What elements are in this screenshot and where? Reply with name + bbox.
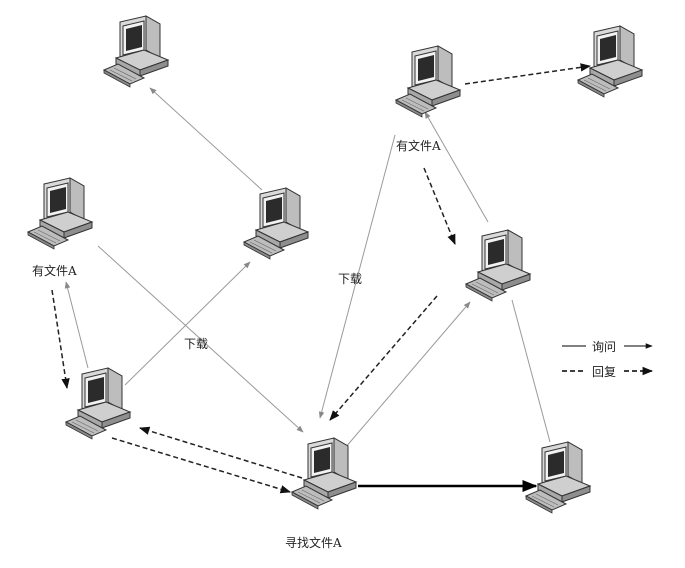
dashed-links — [51, 63, 592, 494]
computer-icon-left-mid — [27, 177, 93, 250]
link-leftlower-leftmid — [64, 281, 89, 369]
computer-icon-top-right-b — [577, 25, 643, 98]
link-leftlower-centerupper — [124, 261, 251, 386]
link-download-left — [97, 245, 304, 433]
link-download-top — [318, 134, 396, 419]
link-bottom-rightmid — [344, 301, 471, 449]
node-label-top-right-a: 有文件A — [396, 139, 441, 153]
link-rightmid-topright — [424, 111, 489, 223]
node-label-bottom-center: 寻找文件A — [285, 536, 342, 550]
dashed-bottom-leftlower — [138, 426, 303, 479]
computer-icon-bottom-center — [291, 437, 357, 510]
computer-icon-top-right-a — [395, 45, 461, 118]
computer-icon-center-upper — [243, 187, 309, 260]
computer-icon-left-lower — [65, 367, 131, 440]
edge-label-download-top: 下载 — [338, 272, 363, 286]
computer-icon-bottom-right — [525, 441, 591, 514]
legend — [562, 343, 654, 376]
dashed-leftmid-leftlower — [51, 289, 70, 390]
legend-query-label: 询问 — [592, 340, 617, 354]
edge-label-download-left: 下载 — [184, 337, 209, 351]
nodes — [27, 15, 643, 514]
dashed-rightmid-bottom — [329, 295, 438, 421]
link-centerupper-topleft — [149, 87, 263, 191]
node-label-left-mid: 有文件A — [32, 264, 77, 278]
computer-icon-right-mid — [465, 229, 531, 302]
dashed-topright-rightmid — [423, 167, 456, 245]
thin-links — [64, 87, 551, 449]
dashed-leftlower-bottom — [111, 437, 292, 494]
legend-reply-label: 回复 — [592, 365, 617, 379]
dashed-topright — [464, 63, 592, 85]
computer-icon-top-left — [103, 15, 169, 88]
link-rightmid-bottomright — [511, 299, 551, 443]
